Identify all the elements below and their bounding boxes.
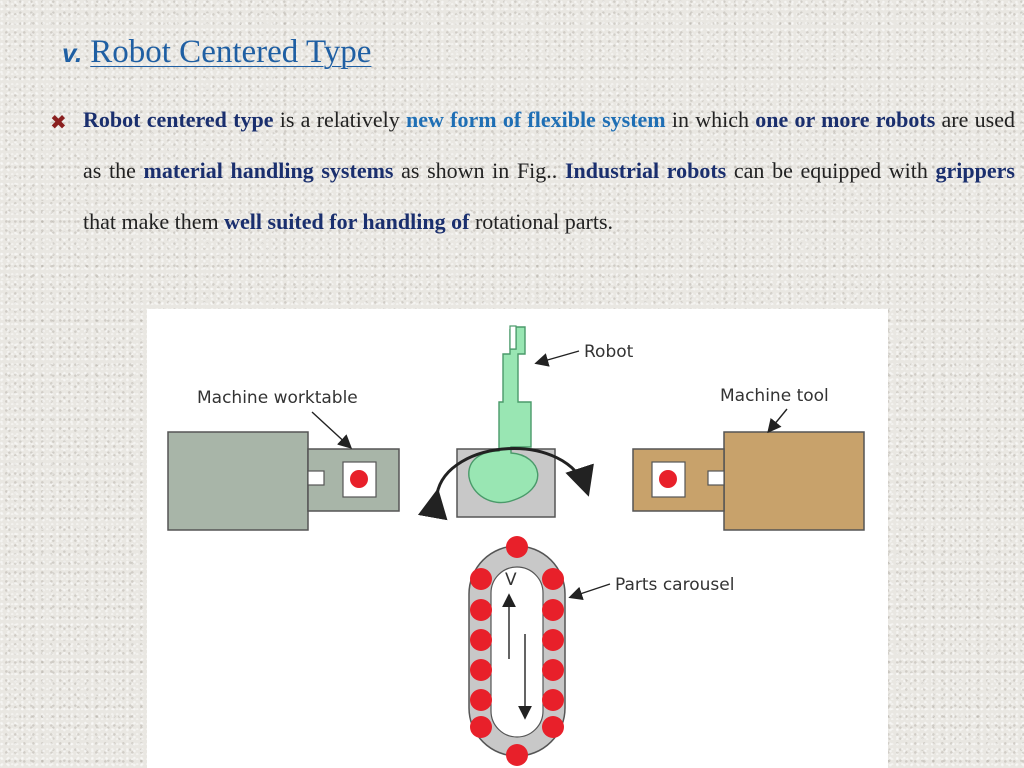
- carousel-velocity-label: V: [505, 570, 517, 590]
- body-run: one or more robots: [755, 107, 936, 132]
- carousel-part: [542, 716, 564, 738]
- carousel-part: [542, 629, 564, 651]
- parts-carousel: [468, 545, 566, 757]
- body-paragraph: Robot centered type is a relatively new …: [83, 94, 1015, 247]
- body-run: material handling systems: [143, 158, 394, 183]
- carousel-part: [470, 689, 492, 711]
- carousel-arrow: [568, 583, 611, 601]
- body-run: as shown in Fig..: [393, 158, 565, 183]
- rotation-arrow: [417, 447, 594, 521]
- carousel-part: [506, 744, 528, 766]
- carousel-parts: [470, 536, 564, 766]
- robot-cell-diagram: Machine worktable Robot Machine tool V: [167, 325, 865, 766]
- machine-tool-label: Machine tool: [720, 386, 829, 406]
- machine-tool-part: [659, 470, 677, 488]
- carousel-part: [542, 568, 564, 590]
- body-run: is a relatively: [273, 107, 407, 132]
- machine-worktable: [167, 431, 400, 531]
- worktable-label: Machine worktable: [197, 388, 358, 408]
- carousel-part: [470, 568, 492, 590]
- carousel-part: [542, 689, 564, 711]
- body-run: that make them: [83, 209, 225, 234]
- title-text: Robot Centered Type: [90, 34, 372, 70]
- carousel-part: [542, 599, 564, 621]
- body-run: grippers: [935, 158, 1015, 183]
- carousel-part: [470, 629, 492, 651]
- carousel-part: [470, 659, 492, 681]
- bullet-x-icon: ✖: [50, 110, 67, 134]
- robot: [456, 325, 556, 518]
- machine-tool: [632, 431, 865, 531]
- carousel-part: [470, 599, 492, 621]
- worktable-part: [350, 470, 368, 488]
- carousel-part: [470, 716, 492, 738]
- robot-label: Robot: [584, 342, 634, 362]
- robot-arrow: [534, 350, 580, 367]
- title-numeral: v.: [62, 38, 83, 68]
- body-run: can be equipped with: [726, 158, 936, 183]
- body-run: in which: [665, 107, 756, 132]
- slide-title: v.Robot Centered Type: [62, 34, 371, 71]
- body-run: Robot centered type: [83, 107, 274, 132]
- robot-cell-figure: Machine worktable Robot Machine tool V: [147, 309, 888, 768]
- machine-tool-arrow: [767, 408, 788, 434]
- body-run: Industrial robots: [564, 158, 727, 183]
- robot-arm: [468, 326, 539, 504]
- carousel-part: [542, 659, 564, 681]
- carousel-part: [506, 536, 528, 558]
- body-run: well suited for handling of: [224, 209, 470, 234]
- worktable-arrow: [311, 411, 353, 449]
- body-run: rotational parts.: [469, 209, 614, 234]
- body-run: are used as the: [83, 107, 1015, 183]
- body-run: new form of flexible system: [406, 107, 666, 132]
- carousel-label: Parts carousel: [615, 575, 734, 595]
